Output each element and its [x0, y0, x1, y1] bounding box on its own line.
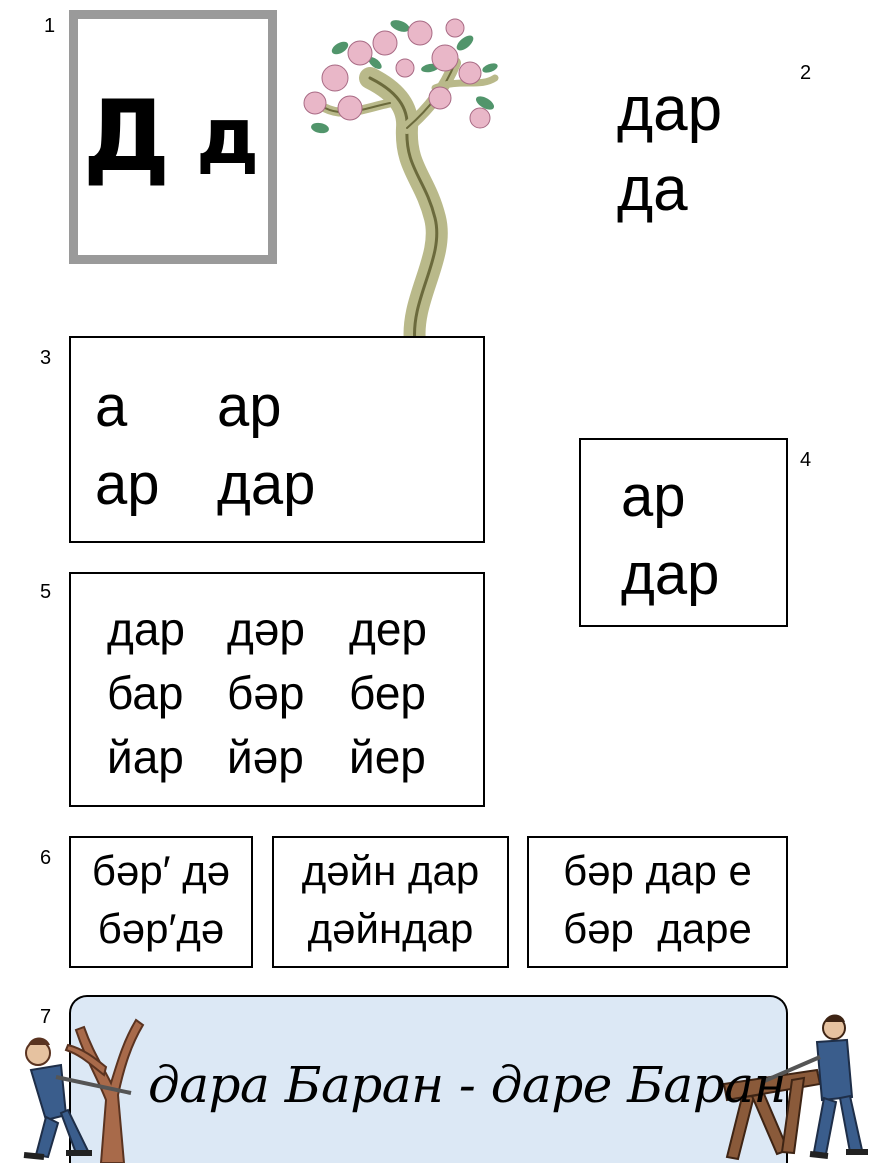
syllable-cell: бәр: [227, 667, 305, 719]
section-5-box: дар дәр дер бар бәр бер йар йәр йер: [69, 572, 485, 807]
letter-card: Д д: [69, 10, 277, 264]
syllable: ар: [217, 374, 282, 439]
section-7-banner: [69, 995, 788, 1163]
word-joined: бәр′дә: [97, 905, 225, 952]
word: да: [617, 155, 688, 224]
syllable-cell: бар: [107, 667, 184, 719]
word: дар: [621, 542, 720, 607]
woodcutter-sawhorse-illustration: [722, 1014, 868, 1161]
section-number-7: 7: [40, 1006, 52, 1028]
syllable-cell: дәр: [227, 603, 306, 655]
letter-lower: д: [196, 92, 264, 182]
syllable-cell: йар: [107, 731, 184, 783]
woodcutter-sawing-tree-illustration: [23, 1018, 145, 1163]
word-separated: бәр′ дә: [91, 847, 231, 894]
syllable: дар: [217, 452, 316, 517]
section-number-4: 4: [800, 449, 812, 471]
word: дар: [617, 75, 723, 144]
section-number-1: 1: [44, 15, 56, 37]
word: ар: [621, 464, 686, 529]
banner-text: дара Баран - даре Баран: [148, 1056, 787, 1114]
syllable-cell: дар: [107, 603, 186, 655]
section-number-5: 5: [40, 581, 52, 603]
syllable-cell: йер: [349, 731, 426, 783]
word-separated: дәйн дар: [301, 847, 480, 894]
section-2-words: дар да: [617, 70, 722, 230]
section-6-box-1: бәр′ дә бәр′дә: [69, 836, 253, 968]
syllable-cell: бер: [349, 667, 426, 719]
blossom-tree-illustration: [303, 18, 499, 372]
syllable-cell: дер: [349, 603, 428, 655]
word-joined: бәр даре: [563, 905, 752, 952]
syllable: ар: [95, 452, 160, 517]
word-joined: дәйндар: [307, 905, 474, 952]
section-3-box: а ар ар дар: [69, 336, 485, 543]
letter-upper: Д: [82, 80, 175, 194]
section-number-6: 6: [40, 847, 52, 869]
syllable: а: [95, 374, 128, 439]
section-number-3: 3: [40, 347, 52, 369]
section-6-box-3: бәр дар е бәр даре: [527, 836, 788, 968]
syllable-cell: йәр: [227, 731, 304, 783]
word-separated: бәр дар е: [563, 847, 752, 894]
section-number-2: 2: [800, 62, 812, 84]
section-4-box: ар дар: [579, 438, 788, 627]
section-6-box-2: дәйн дар дәйндар: [272, 836, 509, 968]
